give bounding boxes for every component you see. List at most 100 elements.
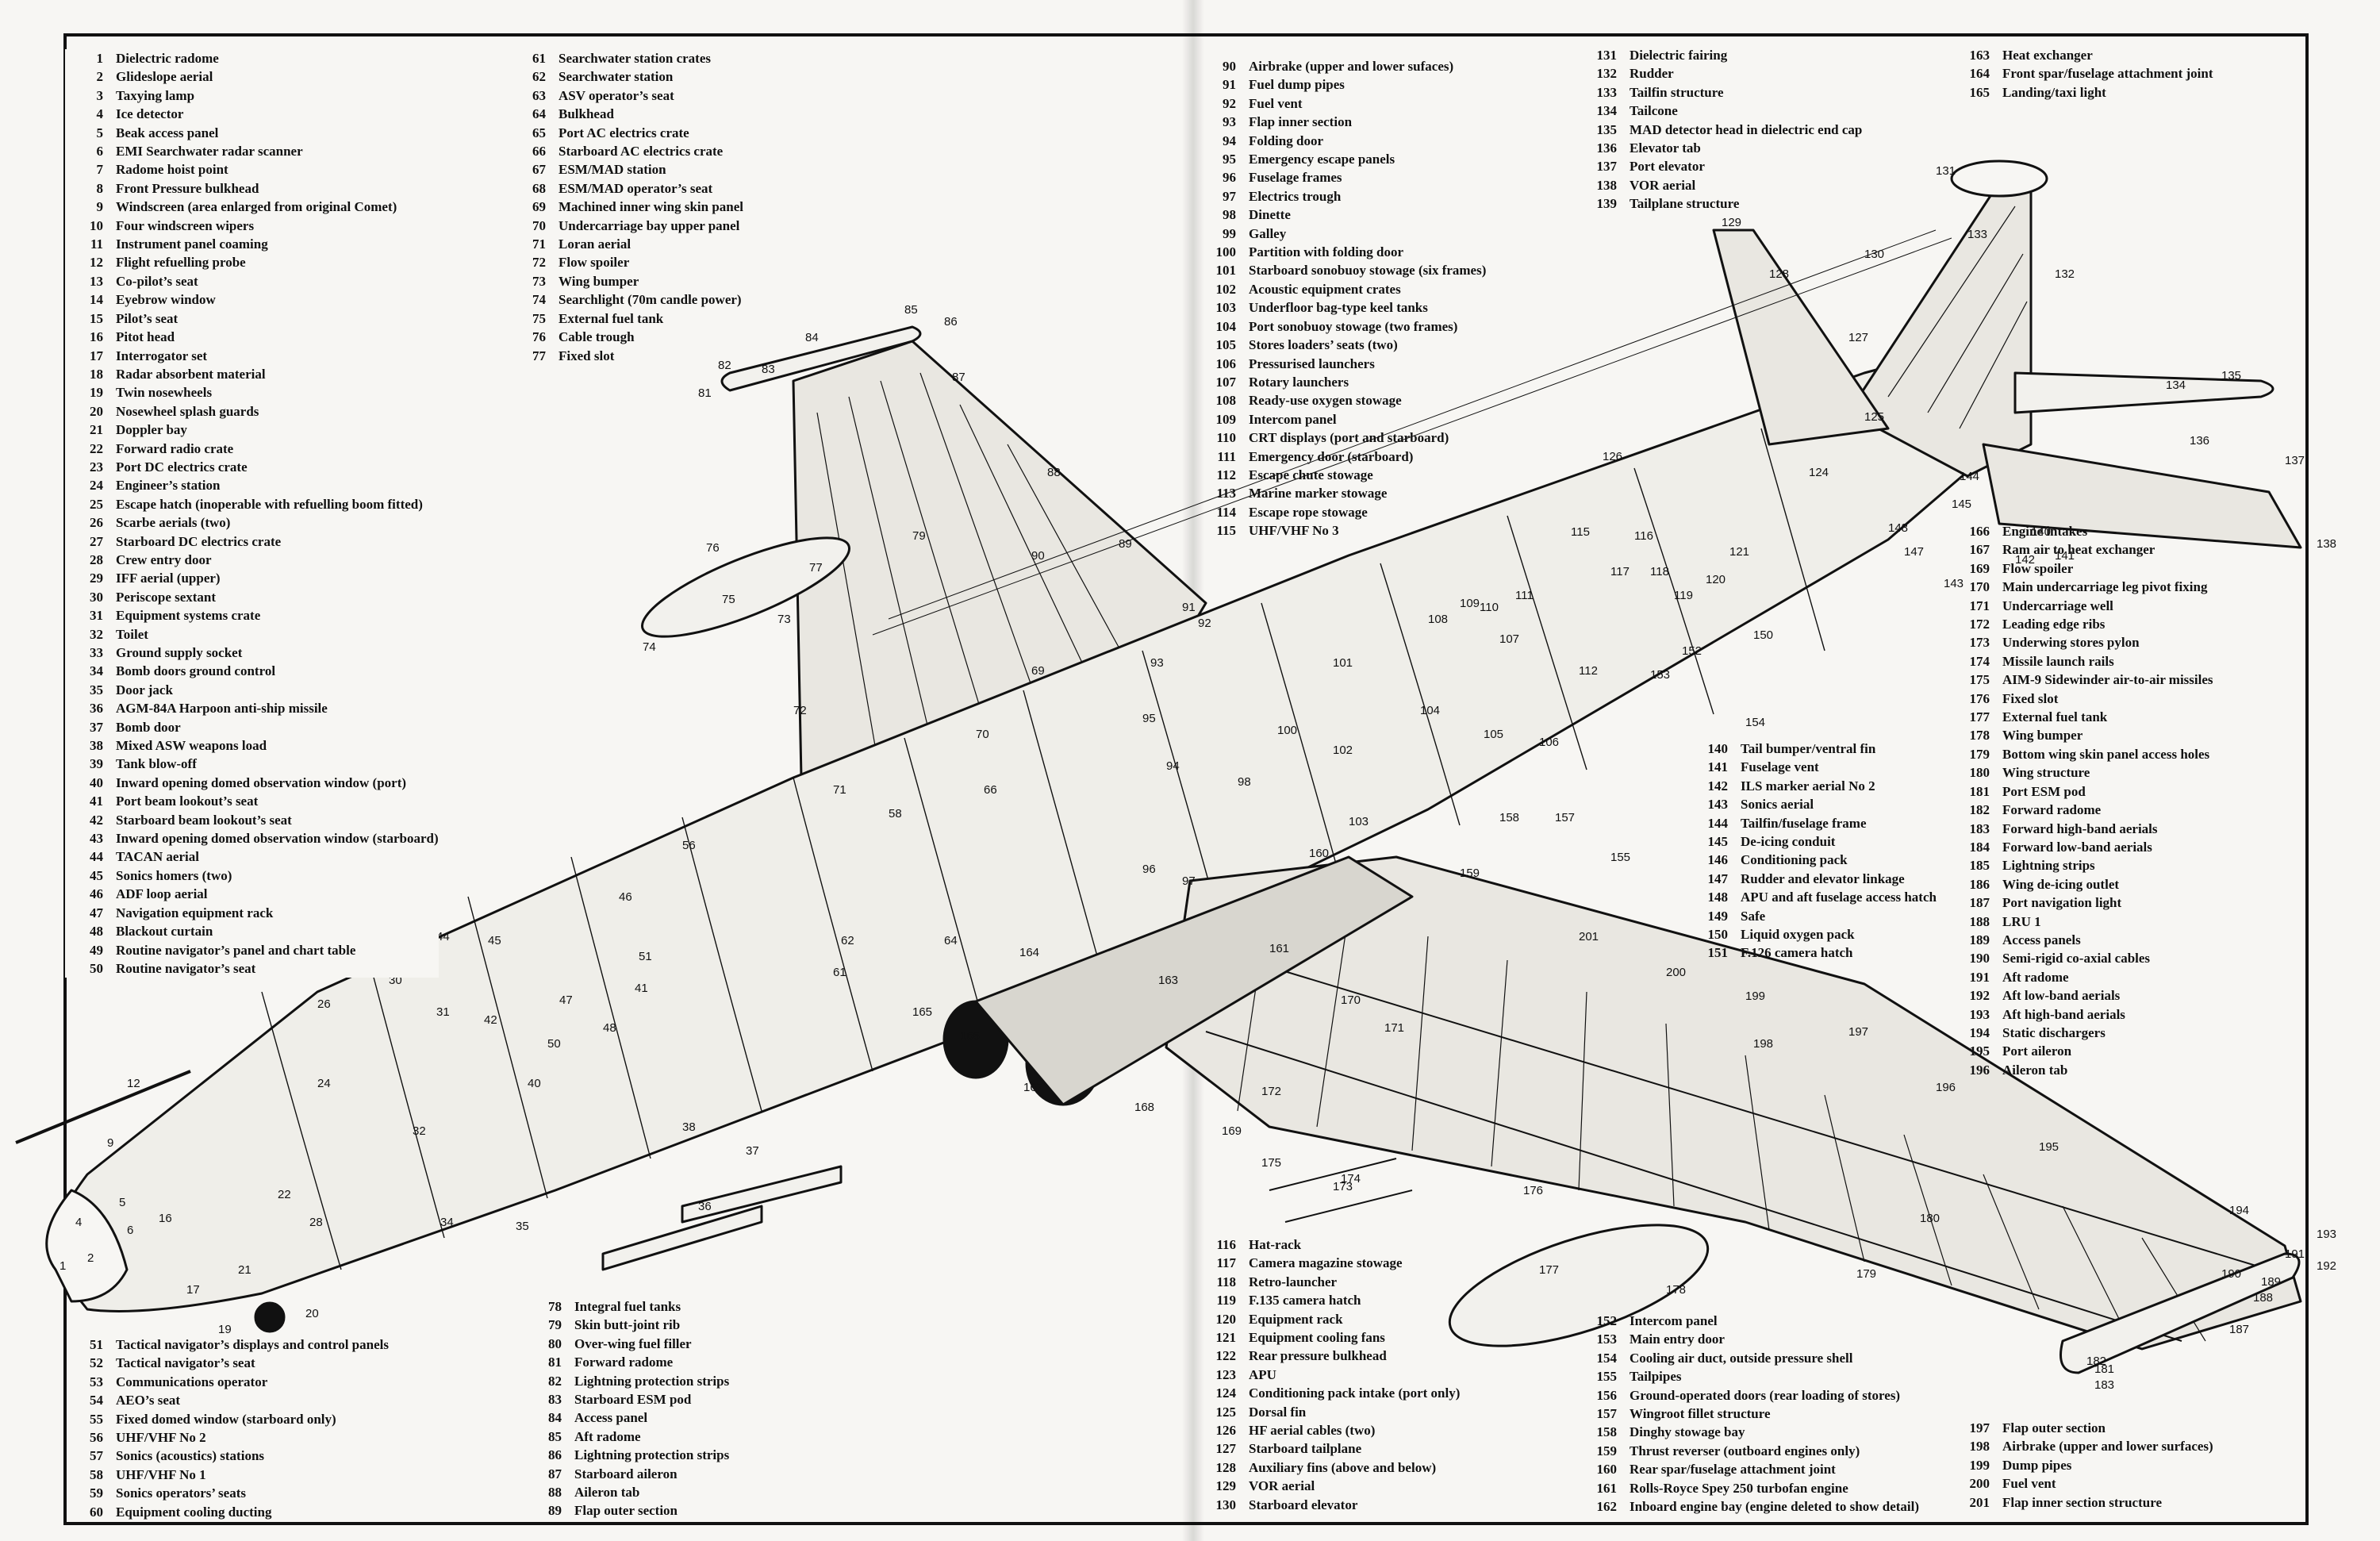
legend-item-number: 176 (1969, 690, 1990, 706)
legend-item-number: 55 (90, 1411, 103, 1427)
callout-number: 119 (1674, 589, 1693, 602)
refuelling-probe (15, 1070, 191, 1144)
callout-number: 6 (127, 1224, 133, 1237)
legend-item-number: 154 (1596, 1350, 1618, 1366)
legend-item-number: 164 (1969, 66, 1990, 82)
legend-item-number: 81 (548, 1355, 562, 1370)
dielectric-fairing (1950, 159, 2048, 198)
callout-number: 136 (2190, 434, 2209, 448)
legend-item-label: Fixed slot (2002, 690, 2059, 706)
legend-item-number: 135 (1596, 121, 1618, 137)
legend-item-label: Port navigation light (2002, 895, 2122, 911)
legend-item-number: 134 (1596, 103, 1618, 119)
callout-number: 93 (1150, 656, 1164, 670)
legend-item-number: 94 (1223, 133, 1236, 148)
legend-item-label: Ground-operated doors (rear loading of s… (1630, 1387, 1901, 1403)
legend-item-label: AIM-9 Sidewinder air-to-air missiles (2002, 672, 2213, 688)
callout-number: 94 (1166, 759, 1180, 773)
callout-number: 171 (1384, 1021, 1404, 1035)
legend-item-number: 20 (90, 403, 103, 419)
callout-number: 73 (777, 613, 791, 626)
legend-item-label: Fuel vent (2002, 1476, 2056, 1492)
legend-item-label: Cooling air duct, outside pressure shell (1630, 1350, 1853, 1366)
callout-number: 190 (2221, 1267, 2241, 1281)
callout-number: 66 (984, 783, 997, 797)
callout-number: 115 (1571, 525, 1590, 539)
legend-item-number: 121 (1215, 1330, 1237, 1346)
starboard-tailplane (1712, 229, 1890, 446)
legend-item-label: Airbrake (upper and lower sufaces) (1249, 59, 1454, 74)
legend-item-number: 173 (1969, 635, 1990, 651)
callout-number: 105 (1484, 728, 1503, 741)
callout-number: 193 (2317, 1228, 2336, 1241)
callout-number: 92 (1198, 617, 1211, 630)
legend-item-label: Toilet (116, 626, 148, 642)
legend-item-number: 201 (1969, 1494, 1990, 1510)
legend-item-label: Wingroot fillet structure (1630, 1406, 1771, 1422)
legend-item-label: Rotary launchers (1249, 374, 1349, 390)
legend-item-number: 159 (1596, 1443, 1618, 1458)
callout-number: 167 (1023, 1081, 1043, 1094)
legend-item-number: 54 (90, 1393, 103, 1408)
legend-item-label: Escape chute stowage (1249, 467, 1373, 482)
legend-item-number: 195 (1969, 1043, 1990, 1059)
legend-item-number: 115 (1216, 523, 1236, 539)
legend-item-label: Flap inner section (1249, 114, 1353, 130)
legend-item-number: 48 (90, 924, 103, 940)
legend-item-label: Taxying lamp (116, 87, 195, 103)
legend-item-label: Access panel (574, 1410, 648, 1426)
legend-item-label: Navigation equipment rack (116, 905, 274, 920)
legend-item-number: 18 (90, 366, 103, 382)
callout-number: 100 (1277, 724, 1297, 737)
callout-number: 86 (944, 315, 958, 329)
callout-number: 48 (603, 1021, 616, 1035)
legend-item-number: 106 (1215, 355, 1237, 371)
callout-number: 158 (1499, 811, 1519, 824)
legend-item-number: 65 (532, 125, 546, 140)
legend-item-label: Ram air to heat exchanger (2002, 542, 2155, 558)
legend-item-number: 122 (1215, 1348, 1237, 1364)
legend-item-number: 84 (548, 1410, 562, 1426)
legend-item-label: Flap inner section structure (2002, 1494, 2162, 1510)
legend-item-number: 108 (1215, 393, 1237, 409)
legend-item-label: Flight refuelling probe (116, 255, 246, 271)
legend-item-number: 60 (90, 1504, 103, 1520)
callout-number: 72 (793, 704, 807, 717)
callout-number: 160 (1309, 847, 1329, 860)
legend-item-number: 3 (96, 87, 104, 103)
legend-item-number: 163 (1969, 48, 1990, 63)
callout-number: 128 (1769, 267, 1789, 281)
legend-item-label: Equipment cooling ducting (116, 1504, 272, 1520)
legend-item-label: Dinette (1249, 207, 1291, 223)
legend-item-label: Lightning strips (2002, 858, 2095, 874)
legend-item-number: 29 (90, 571, 103, 586)
legend-item-label: CRT displays (port and starboard) (1249, 430, 1449, 446)
harpoon-missile-2 (601, 1205, 763, 1271)
legend-item-label: Dielectric fairing (1630, 48, 1728, 63)
legend-item-label: F.126 camera hatch (1741, 945, 1853, 961)
tailfin (1847, 181, 2033, 478)
legend-item-number: 31 (90, 608, 103, 624)
callout-number: 137 (2285, 454, 2305, 467)
legend-item-label: Port AC electrics crate (559, 125, 689, 140)
